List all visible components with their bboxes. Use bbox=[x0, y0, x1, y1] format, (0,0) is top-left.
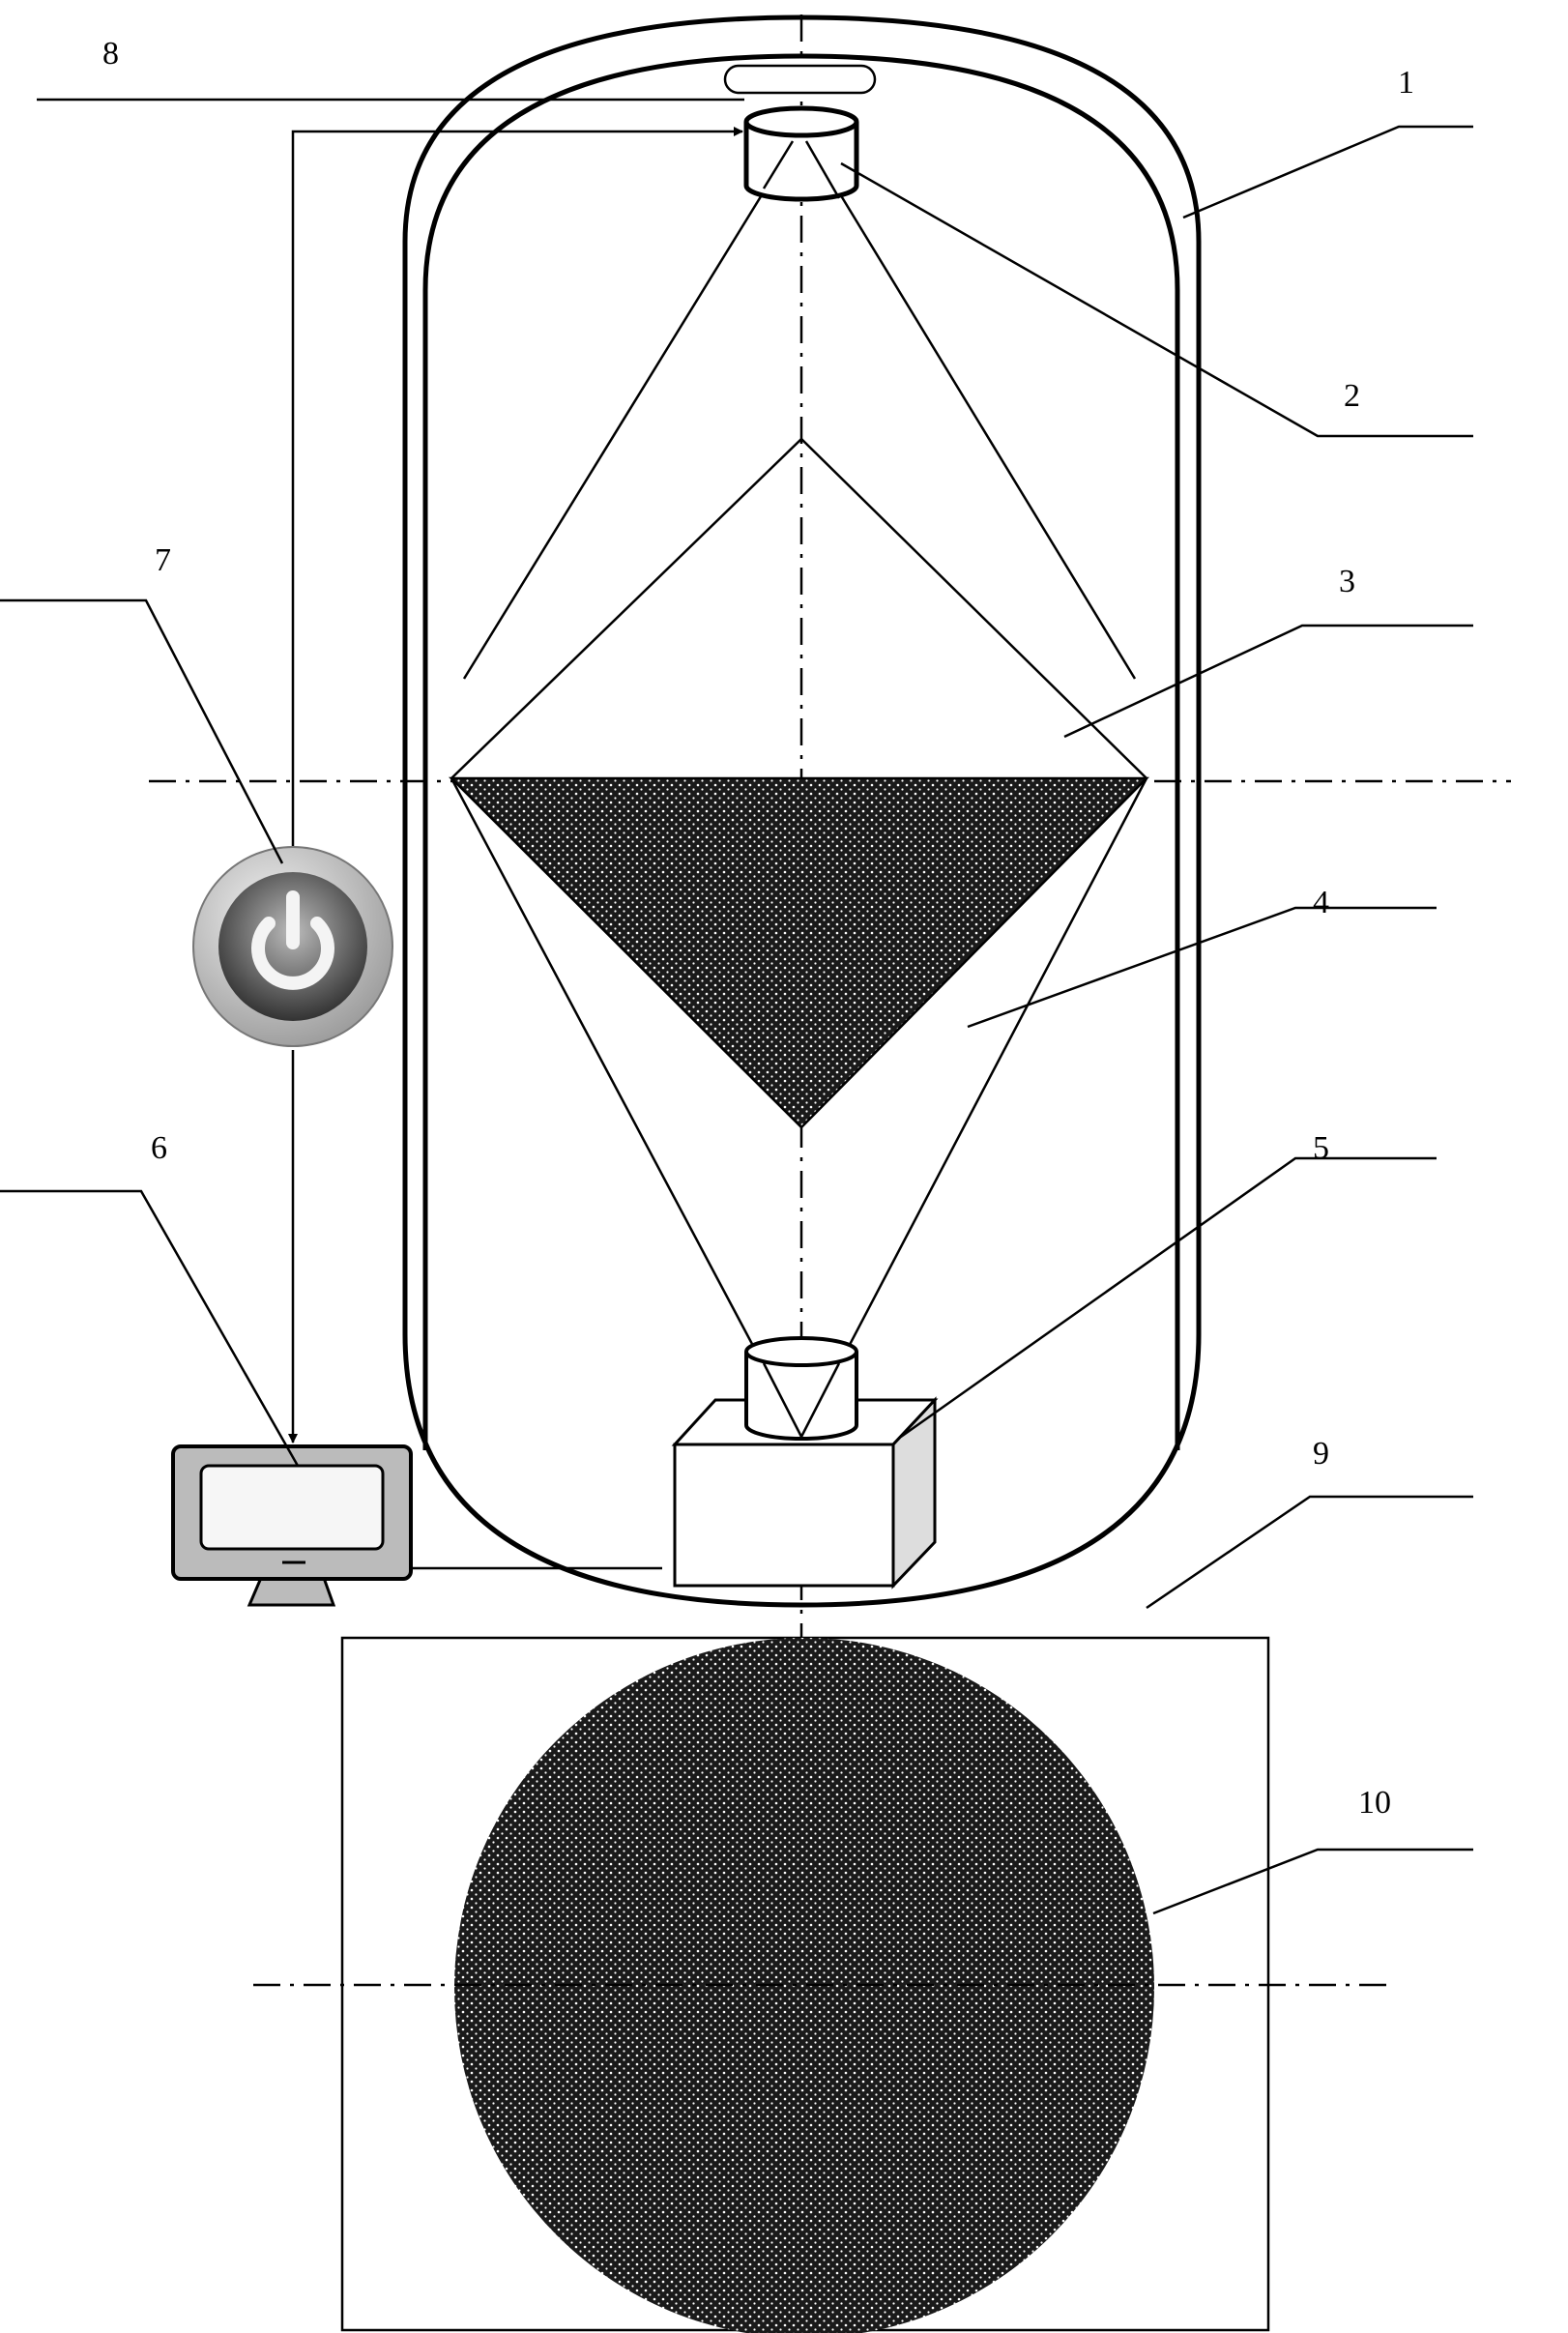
ray-right-top bbox=[801, 131, 1135, 679]
label-4: 4 bbox=[1313, 885, 1329, 920]
label-7: 7 bbox=[155, 542, 171, 578]
leader-4 bbox=[968, 908, 1437, 1027]
leader-2 bbox=[841, 163, 1473, 436]
leader-10 bbox=[1153, 1850, 1473, 1913]
leader-9 bbox=[1147, 1497, 1473, 1608]
dark-cone-region bbox=[451, 778, 1147, 1127]
label-2: 2 bbox=[1344, 378, 1360, 414]
control-line-to-top-camera bbox=[293, 131, 742, 849]
label-8: 8 bbox=[102, 36, 119, 72]
label-3: 3 bbox=[1339, 564, 1355, 599]
leader-1 bbox=[1183, 127, 1473, 218]
leader-6 bbox=[0, 1191, 298, 1466]
top-window-disc bbox=[725, 66, 875, 93]
monitor-icon bbox=[173, 1446, 411, 1605]
top-camera bbox=[746, 108, 857, 199]
label-5: 5 bbox=[1313, 1130, 1329, 1166]
ray-left-top bbox=[464, 131, 801, 679]
leader-5 bbox=[901, 1158, 1437, 1437]
label-10: 10 bbox=[1358, 1785, 1391, 1821]
leader-7 bbox=[0, 600, 282, 863]
bottom-camera bbox=[746, 1338, 857, 1439]
label-1: 1 bbox=[1398, 65, 1414, 101]
upper-cone-outline bbox=[451, 439, 1147, 778]
leader-3 bbox=[1064, 626, 1473, 737]
label-9: 9 bbox=[1313, 1436, 1329, 1472]
label-6: 6 bbox=[151, 1130, 167, 1166]
power-button-icon bbox=[193, 847, 392, 1046]
